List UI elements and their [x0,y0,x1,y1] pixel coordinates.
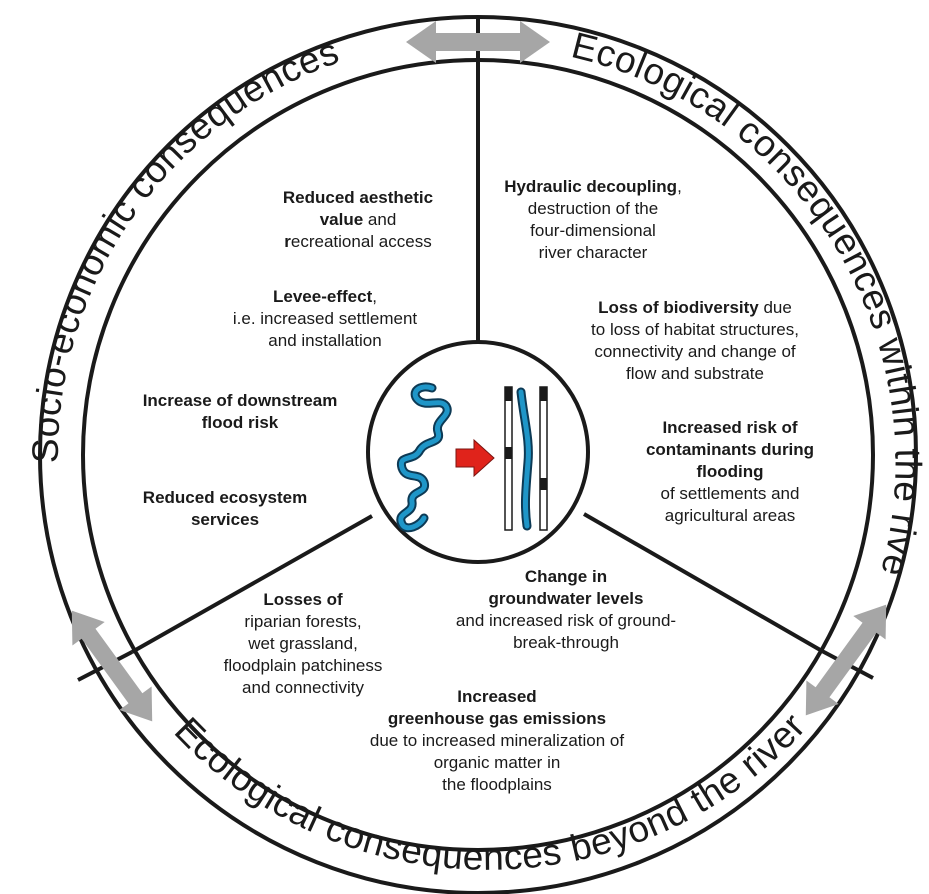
svg-text:and installation: and installation [268,331,381,350]
svg-text:groundwater levels: groundwater levels [489,589,644,608]
svg-text:flood risk: flood risk [202,413,279,432]
svg-text:and connectivity: and connectivity [242,678,364,697]
svg-text:Increased risk of: Increased risk of [662,418,797,437]
svg-text:Change in: Change in [525,567,607,586]
svg-text:organic matter in: organic matter in [434,753,561,772]
svg-text:Increased: Increased [457,687,536,706]
svg-text:Reduced ecosystem: Reduced ecosystem [143,488,307,507]
svg-text:connectivity and change of: connectivity and change of [594,342,796,361]
svg-text:of settlements and: of settlements and [661,484,800,503]
svg-text:floodplain patchiness: floodplain patchiness [224,656,383,675]
svg-text:Levee-effect,: Levee-effect, [273,287,377,306]
svg-text:contaminants during: contaminants during [646,440,814,459]
item-levee-effect: Levee-effect, i.e. increased settlement … [233,287,418,350]
svg-text:river character: river character [539,243,648,262]
item-groundwater-levels: Change in groundwater levels and increas… [456,567,676,652]
double-arrow-icon [805,604,887,716]
channelized-river-icon [504,386,548,531]
item-losses-of-riparian: Losses of riparian forests, wet grasslan… [224,590,383,697]
item-reduced-aesthetic-value: Reduced aesthetic value and recreational… [283,188,433,251]
svg-text:Losses of: Losses of [263,590,343,609]
svg-text:the floodplains: the floodplains [442,775,552,794]
item-hydraulic-decoupling: Hydraulic decoupling, destruction of the… [504,177,682,262]
item-downstream-flood-risk: Increase of downstream flood risk [143,391,338,432]
item-greenhouse-gas-emissions: Increased greenhouse gas emissions due t… [370,687,624,794]
svg-text:Reduced aesthetic: Reduced aesthetic [283,188,433,207]
double-arrow-icon [406,21,550,63]
svg-text:riparian forests,: riparian forests, [244,612,361,631]
svg-text:wet grassland,: wet grassland, [247,634,358,653]
meandering-river-icon [396,382,452,533]
svg-text:flow and substrate: flow and substrate [626,364,764,383]
svg-text:i.e. increased settlement: i.e. increased settlement [233,309,418,328]
svg-text:flooding: flooding [696,462,763,481]
svg-text:four-dimensional: four-dimensional [530,221,656,240]
sector-divider-left [131,514,373,654]
item-contaminants-risk: Increased risk of contaminants during fl… [646,418,814,525]
sector-divider-right [583,512,823,653]
svg-text:to loss of habitat structures,: to loss of habitat structures, [591,320,799,339]
item-reduced-ecosystem-services: Reduced ecosystem services [143,488,307,529]
svg-text:Hydraulic decoupling,: Hydraulic decoupling, [504,177,682,196]
svg-text:Loss of biodiversity due: Loss of biodiversity due [598,298,792,317]
svg-text:services: services [191,510,259,529]
svg-text:recreational access: recreational access [284,232,431,251]
transformation-arrow-icon [455,438,495,478]
svg-text:greenhouse gas emissions: greenhouse gas emissions [388,709,606,728]
item-loss-of-biodiversity: Loss of biodiversity due to loss of habi… [591,298,799,383]
svg-text:due to increased mineralizatio: due to increased mineralization of [370,731,624,750]
double-arrow-icon [71,610,153,722]
svg-text:agricultural areas: agricultural areas [665,506,795,525]
svg-text:break-through: break-through [513,633,619,652]
svg-text:Increase of downstream: Increase of downstream [143,391,338,410]
svg-text:and increased risk of ground-: and increased risk of ground- [456,611,676,630]
svg-text:destruction of the: destruction of the [528,199,658,218]
svg-text:value and: value and [320,210,397,229]
